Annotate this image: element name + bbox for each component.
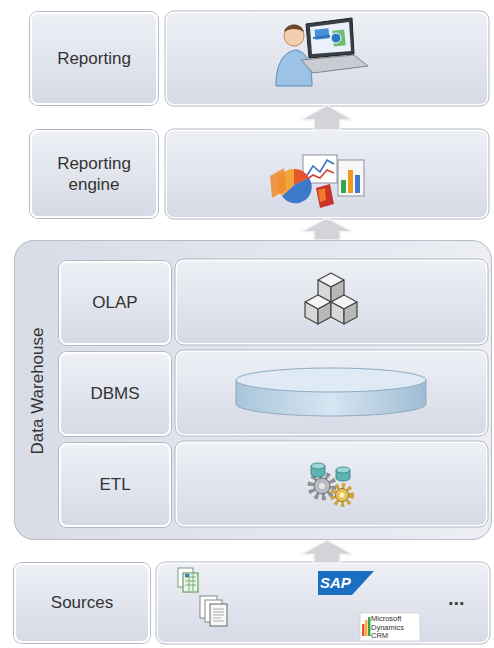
source-icons — [210, 604, 227, 626]
layer-box: OLAP — [59, 261, 171, 345]
label-box: Sources — [14, 563, 150, 643]
source-icons — [362, 624, 365, 636]
source-icons — [185, 574, 196, 591]
layer-box: ETL — [59, 443, 171, 527]
layer-name: Sources — [51, 592, 113, 613]
icon-box-frame — [175, 441, 488, 527]
layer-name: DBMS — [90, 383, 139, 404]
chart-icons — [318, 188, 326, 202]
label-box: ETL — [59, 443, 171, 527]
chart-icons — [306, 160, 334, 177]
user-laptop-icon — [301, 55, 368, 73]
layer-row: Reporting — [30, 12, 488, 105]
source-icons — [178, 568, 420, 641]
olap-cubes — [305, 273, 357, 324]
source-icons — [185, 574, 189, 577]
user-laptop-icon — [310, 22, 351, 54]
source-icons — [183, 573, 198, 592]
icon-box-frame — [165, 11, 489, 106]
user-laptop-icon — [306, 18, 354, 58]
layer-box: DBMS — [59, 352, 171, 436]
icon-box-frame — [175, 350, 488, 436]
layer-name: ETL — [99, 474, 130, 495]
icon-box — [176, 260, 487, 344]
etl-gears — [340, 493, 345, 498]
user-laptop-icon — [276, 50, 312, 86]
icon-box — [176, 442, 487, 526]
etl-gears — [311, 475, 333, 497]
user-laptop-icon — [331, 33, 341, 43]
user-laptop-icon — [313, 36, 330, 38]
olap-cubes — [331, 295, 357, 324]
icon-box — [176, 351, 487, 435]
logo-text: SAP — [320, 574, 362, 592]
layer-name: Reporting — [57, 48, 131, 69]
sap-logo — [318, 571, 374, 595]
etl-gears — [333, 486, 351, 504]
icon-box-frame — [156, 11, 490, 644]
source-icons — [368, 617, 371, 636]
icon-box — [157, 12, 489, 643]
crm-logo — [360, 613, 420, 641]
user-laptop-icon — [276, 18, 368, 86]
group-title: Data Warehouse — [27, 328, 48, 455]
layer-name: Reporting engine — [38, 153, 150, 196]
ellipsis-label: ... — [448, 588, 478, 608]
etl-gears — [314, 478, 330, 494]
etl-gears — [311, 463, 351, 504]
icon-box-frame — [165, 129, 489, 219]
chart-icons — [338, 160, 364, 196]
block-arrow — [301, 540, 353, 563]
layer-row: Reporting engine — [30, 130, 488, 218]
icon-box-frame — [156, 562, 490, 644]
etl-gears — [319, 483, 325, 489]
label-box: Reporting — [30, 12, 158, 105]
chart-icons — [348, 170, 353, 193]
source-icons — [365, 620, 368, 636]
database-cylinder — [236, 368, 426, 416]
chart-icons — [316, 184, 334, 208]
chart-icons — [355, 175, 360, 193]
etl-gears — [336, 467, 350, 473]
chart-icons — [341, 180, 346, 193]
chart-icons — [306, 170, 334, 180]
icon-box-frame — [175, 259, 488, 345]
etl-gears — [336, 489, 349, 502]
etl-gears — [311, 463, 325, 469]
icon-box — [166, 12, 488, 105]
warehouse-group: Data Warehouse OLAP DBMS ETL — [14, 240, 492, 540]
logo-text: Microsoft Dynamics CRM — [371, 615, 420, 641]
olap-cubes — [305, 295, 331, 324]
label-box: Reporting engine — [30, 130, 158, 218]
chart-icons — [270, 155, 364, 208]
block-arrow — [301, 105, 353, 130]
block-arrow — [301, 218, 353, 240]
source-icons — [213, 609, 224, 621]
label-box: DBMS — [59, 352, 171, 436]
warehouse-panel — [14, 240, 492, 540]
icon-box — [166, 130, 488, 218]
label-box: OLAP — [59, 261, 171, 345]
user-laptop-icon — [284, 25, 304, 33]
icon-box — [157, 563, 489, 643]
layer-name: OLAP — [92, 292, 137, 313]
database-cylinder — [236, 368, 426, 392]
layer-row: Sources — [14, 563, 489, 643]
chart-icons — [270, 168, 286, 198]
